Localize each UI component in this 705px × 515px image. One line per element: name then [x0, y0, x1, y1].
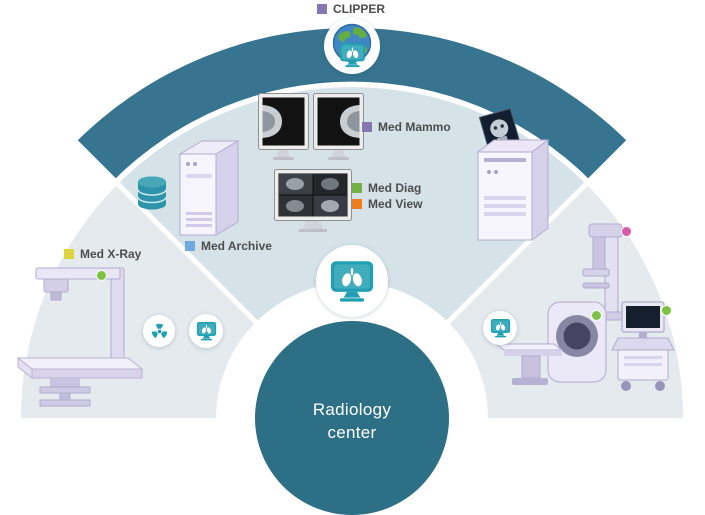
x-ray-machine-illustration — [16, 267, 144, 407]
center-label-line2: center — [327, 422, 377, 442]
ultrasound-cart-illustration — [611, 301, 675, 391]
center-label-line1: Radiology — [312, 400, 392, 419]
label-med-xray: Med X-Ray — [64, 247, 141, 261]
status-dot-ultrasound — [661, 305, 672, 316]
monitor-lungs-icon — [339, 42, 366, 68]
med-xray-bullet — [64, 249, 74, 259]
database-icon — [137, 176, 167, 210]
label-med-archive: Med Archive — [185, 239, 272, 253]
med-xray-label: Med X-Ray — [80, 247, 142, 261]
med-mammo-bullet — [362, 122, 372, 132]
med-mammo-label: Med Mammo — [378, 120, 451, 134]
label-med-diag: Med Diag — [352, 181, 421, 195]
monitor-lungs-icon — [196, 321, 217, 341]
monitor-lungs-icon — [490, 318, 511, 338]
med-diag-bullet — [352, 183, 362, 193]
server-tower — [178, 140, 240, 236]
status-dot-ct — [591, 310, 602, 321]
label-clipper: CLIPPER — [317, 2, 385, 16]
status-dot-xray — [96, 270, 107, 281]
med-diag-label: Med Diag — [368, 181, 422, 195]
outer-arc-band — [76, 27, 628, 181]
mammo-monitor-left — [258, 93, 309, 160]
monitor-lungs-icon — [329, 259, 375, 303]
status-dot-mammography — [621, 226, 632, 237]
clipper-hub — [324, 18, 380, 74]
mammo-monitor-right — [313, 93, 364, 160]
center-hub-circle — [255, 321, 449, 515]
film-printer-illustration — [476, 108, 550, 241]
med-view-label: Med View — [368, 197, 423, 211]
dual-mammo-monitors-illustration — [258, 93, 364, 160]
clipper-label: CLIPPER — [333, 2, 386, 16]
label-med-mammo: Med Mammo — [362, 120, 451, 134]
radiation-badge — [143, 315, 175, 347]
med-archive-bullet — [185, 241, 195, 251]
radiation-icon — [149, 321, 170, 342]
left-monitor-badge — [189, 314, 223, 348]
label-med-view: Med View — [352, 197, 422, 211]
clipper-bullet — [317, 4, 327, 14]
right-monitor-badge — [483, 311, 517, 345]
archive-server-illustration — [137, 140, 240, 236]
ct-scanner-illustration — [494, 301, 607, 385]
center-label: Radiology center — [262, 399, 442, 445]
diagnostic-monitor-illustration — [274, 169, 352, 232]
radiology-hub — [316, 245, 388, 317]
divider-left — [67, 133, 266, 332]
med-archive-label: Med Archive — [201, 239, 272, 253]
med-view-bullet — [352, 199, 362, 209]
